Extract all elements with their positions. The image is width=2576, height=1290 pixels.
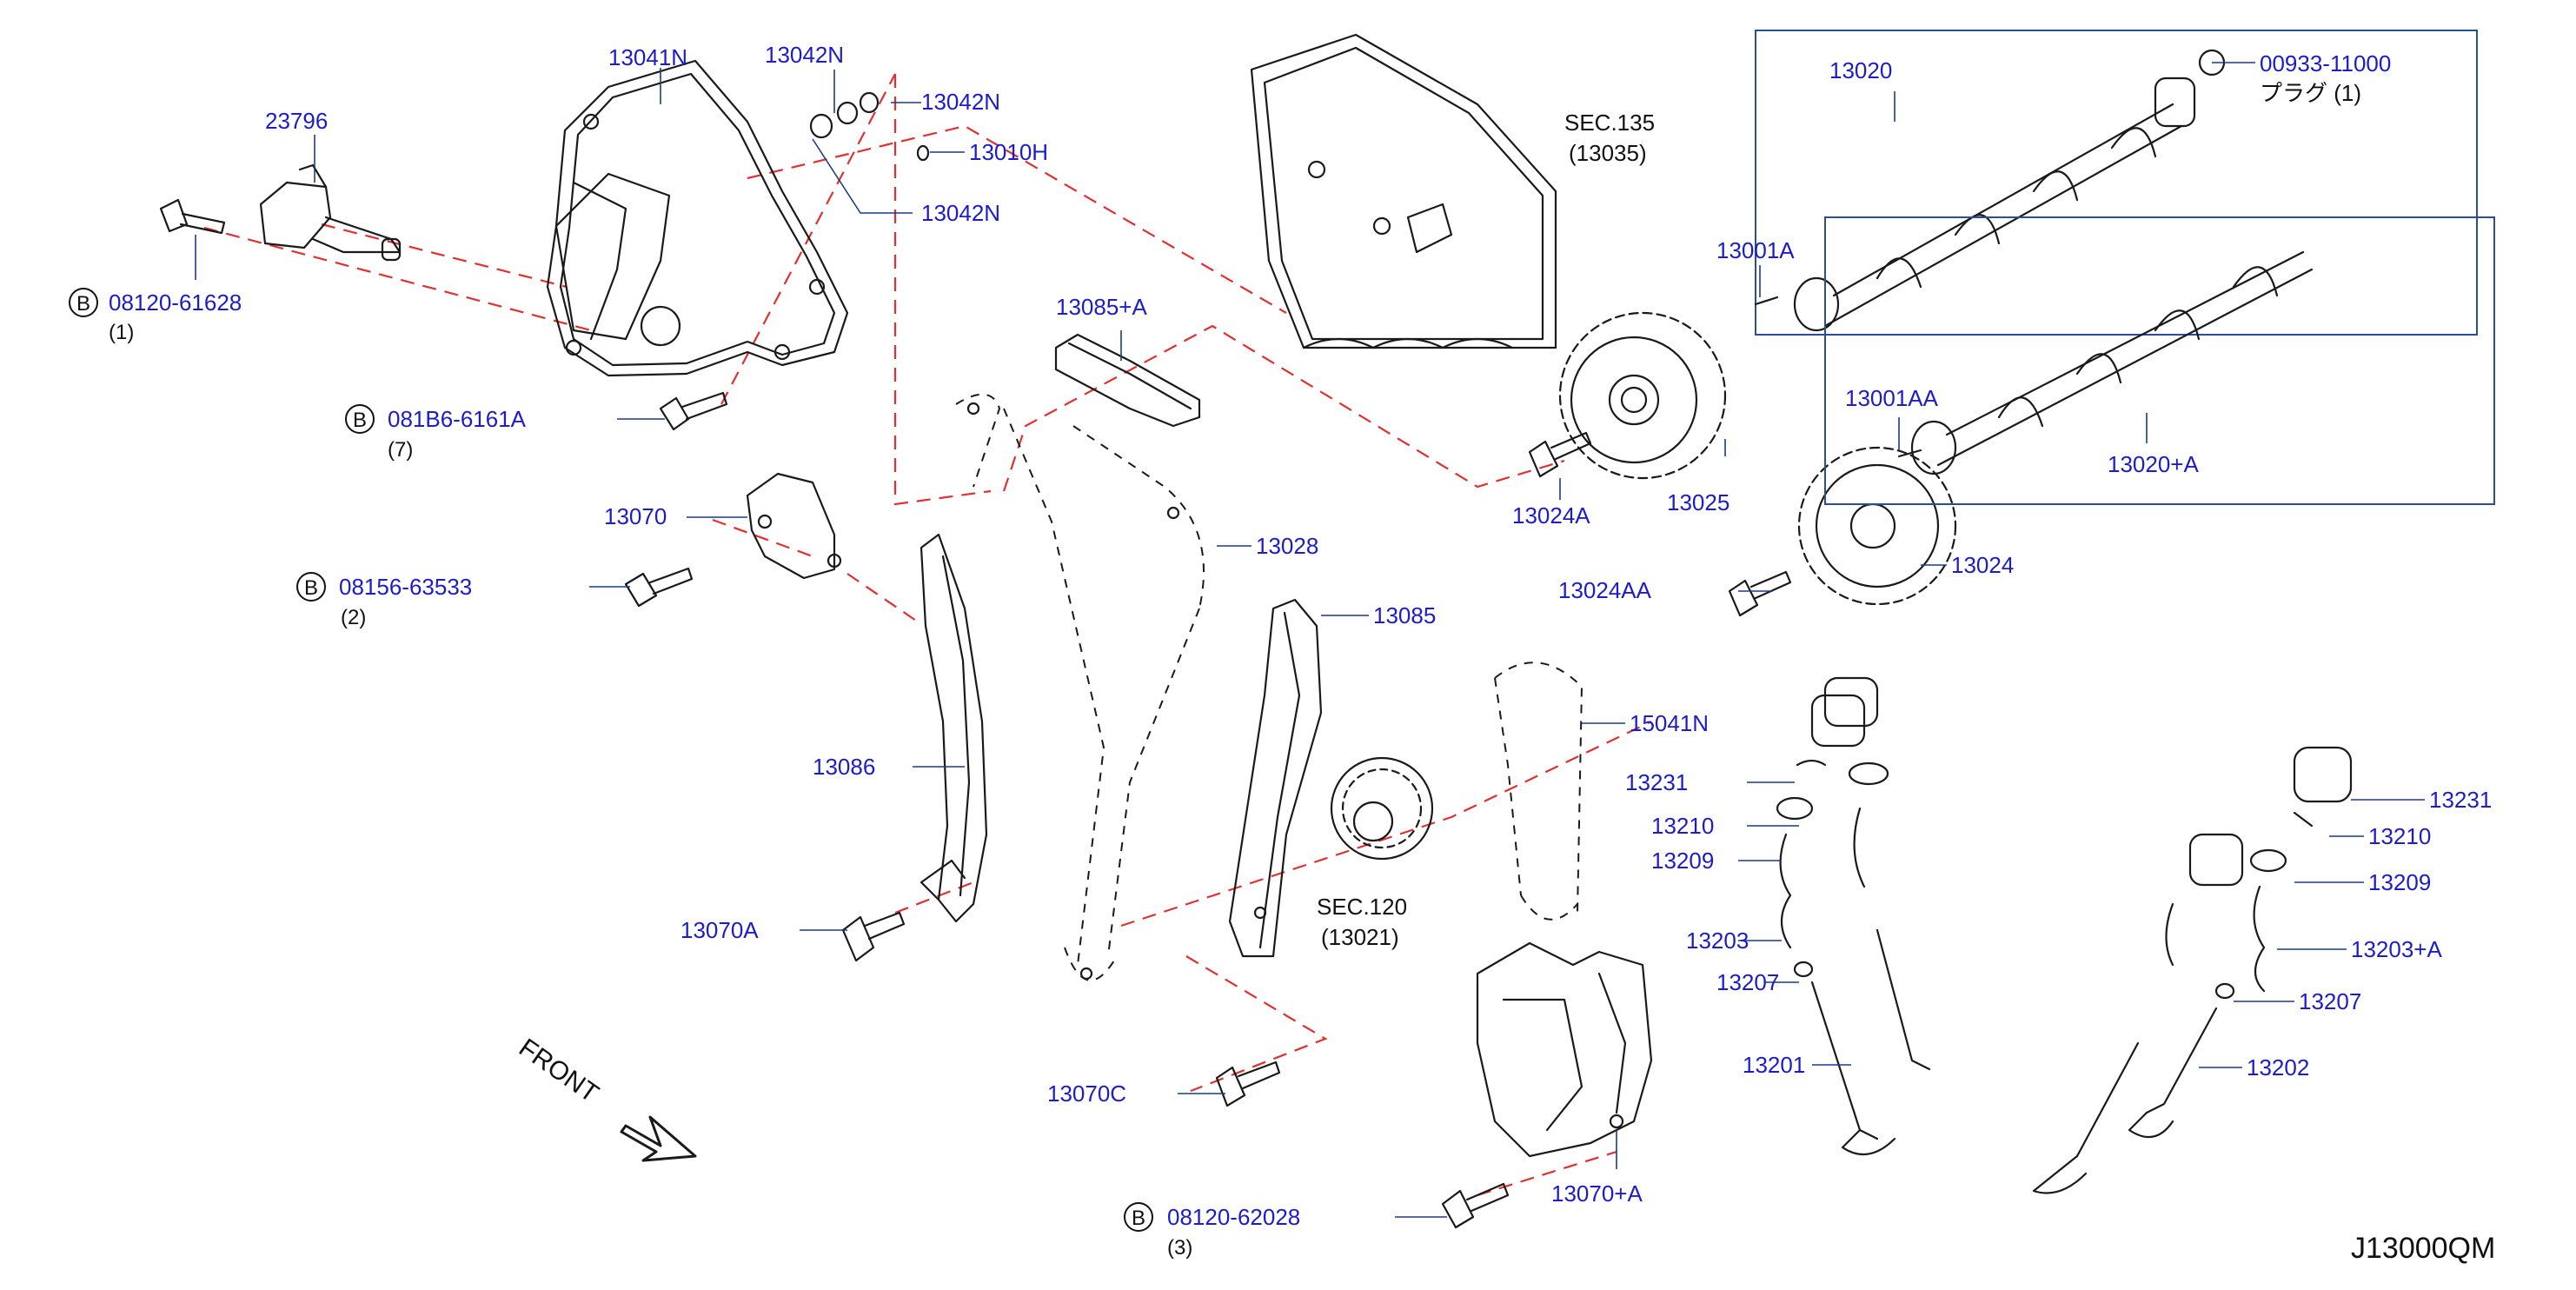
bolt-part[interactable] — [1441, 1182, 1510, 1229]
part-label[interactable]: 13086 — [813, 754, 875, 780]
part-label[interactable]: 13024 — [1951, 552, 2014, 578]
section-ref: (13021) — [1321, 924, 1399, 950]
part-label[interactable]: 13210 — [1651, 813, 1714, 839]
part-label[interactable]: 13201 — [1743, 1052, 1805, 1078]
part-label[interactable]: 13025 — [1667, 489, 1730, 515]
timing-chain-part[interactable] — [955, 393, 1205, 981]
dowel-pin-part[interactable] — [1754, 296, 1922, 458]
bolt-part[interactable] — [1728, 570, 1792, 617]
part-label[interactable]: 13210 — [2368, 823, 2431, 849]
part-label[interactable]: 13010H — [969, 139, 1048, 165]
bolt-badge — [345, 404, 375, 434]
part-label[interactable]: 15041N — [1630, 710, 1709, 736]
vvt-sprocket-part[interactable] — [1558, 311, 1727, 480]
part-label[interactable]: 00933-11000 — [2260, 50, 2391, 76]
bolt-badge — [1124, 1202, 1153, 1232]
bolt-badge-letter: B — [76, 292, 90, 316]
camshaft-group-box — [1824, 216, 2495, 505]
front-direction-indicator: FRONT — [514, 1034, 697, 1162]
tensioner-part[interactable] — [1476, 941, 1653, 1158]
part-label[interactable]: 13042N — [921, 200, 1000, 226]
bolt-part[interactable] — [1215, 1061, 1281, 1107]
part-label[interactable]: 13020 — [1829, 57, 1892, 83]
part-label[interactable]: 13024A — [1512, 502, 1590, 529]
section-ref: (13035) — [1569, 140, 1647, 166]
part-label[interactable]: 13231 — [2429, 787, 2492, 813]
part-label[interactable]: 08120-62028 — [1167, 1204, 1300, 1230]
bolt-part[interactable] — [1528, 431, 1592, 478]
section-title: SEC.120 — [1317, 894, 1407, 920]
part-label[interactable]: 13203+A — [2351, 936, 2442, 962]
leader-lines — [195, 62, 2425, 1218]
secondary-chain-part[interactable] — [1494, 662, 1583, 921]
chain-guide-part[interactable] — [1228, 598, 1323, 958]
bolt-badge-letter: B — [304, 576, 318, 600]
cam-sprocket-part[interactable] — [1797, 446, 1957, 606]
cylinder-head-cover-part[interactable] — [1250, 33, 1557, 349]
part-label[interactable]: 13231 — [1625, 769, 1688, 795]
bolt-part[interactable] — [659, 391, 728, 431]
part-qty: (7) — [388, 438, 413, 462]
part-label[interactable]: 13070C — [1047, 1081, 1126, 1107]
camshaft-group-box — [1755, 30, 2478, 336]
front-label: FRONT — [514, 1034, 604, 1108]
seal-ring-parts[interactable] — [809, 91, 930, 162]
part-label[interactable]: 13203 — [1686, 928, 1749, 954]
part-label[interactable]: 23796 — [265, 108, 328, 134]
valve-assembly-left[interactable] — [1776, 676, 1931, 1156]
bolt-badge-letter: B — [353, 409, 367, 432]
bolt-part[interactable] — [624, 567, 694, 608]
chain-guide-part[interactable] — [920, 533, 988, 923]
diagram-id: J13000QM — [2351, 1232, 2495, 1265]
part-label[interactable]: 13207 — [1716, 969, 1779, 995]
part-label[interactable]: 08120-61628 — [109, 289, 242, 316]
part-label[interactable]: 13085 — [1373, 602, 1436, 628]
part-label[interactable]: 13001AA — [1845, 385, 1939, 411]
part-label[interactable]: 13202 — [2247, 1054, 2309, 1081]
valve-assembly-right[interactable] — [2032, 746, 2353, 1194]
part-label[interactable]: 13070 — [604, 503, 667, 529]
part-label[interactable]: 13209 — [1651, 848, 1714, 874]
bolt-part[interactable] — [159, 198, 226, 235]
bolt-badge — [69, 288, 98, 317]
part-label[interactable]: 13020+A — [2108, 451, 2199, 477]
part-qty: (1) — [109, 321, 134, 344]
part-label[interactable]: 13041N — [608, 44, 687, 70]
part-label[interactable]: 081B6-6161A — [388, 406, 527, 432]
chain-guide-upper-part[interactable] — [1054, 333, 1201, 428]
part-qty: (3) — [1167, 1236, 1192, 1260]
front-cover-part[interactable] — [546, 59, 849, 377]
part-label[interactable]: 13209 — [2368, 869, 2431, 895]
part-label[interactable]: 13028 — [1256, 533, 1318, 559]
part-label[interactable]: 13207 — [2299, 988, 2361, 1014]
part-note: プラグ (1) — [2260, 80, 2361, 106]
part-label[interactable]: 13042N — [765, 42, 844, 68]
tensioner-part[interactable] — [746, 472, 842, 580]
camshaft-part[interactable] — [1910, 250, 2314, 475]
crank-sprocket-part[interactable] — [1330, 756, 1434, 861]
camshaft-part[interactable] — [1793, 49, 2226, 332]
part-label[interactable]: 13070A — [681, 917, 759, 943]
part-label[interactable]: 13070+A — [1551, 1180, 1643, 1207]
sensor-part[interactable] — [259, 163, 402, 262]
bolt-badge-letter: B — [1132, 1207, 1145, 1230]
part-labels: 13041N 13042N 13042N 13042N 13010H 23796… — [69, 42, 2495, 1265]
part-label[interactable]: 13024AA — [1558, 577, 1652, 603]
part-label[interactable]: 08156-63533 — [339, 574, 472, 600]
part-label[interactable]: 13001A — [1716, 237, 1795, 263]
part-label[interactable]: 13042N — [921, 89, 1000, 115]
bolt-badge — [296, 572, 326, 602]
part-label[interactable]: 13085+A — [1056, 294, 1147, 320]
bolt-part[interactable] — [841, 911, 906, 962]
section-title: SEC.135 — [1564, 110, 1655, 136]
part-qty: (2) — [341, 606, 366, 629]
